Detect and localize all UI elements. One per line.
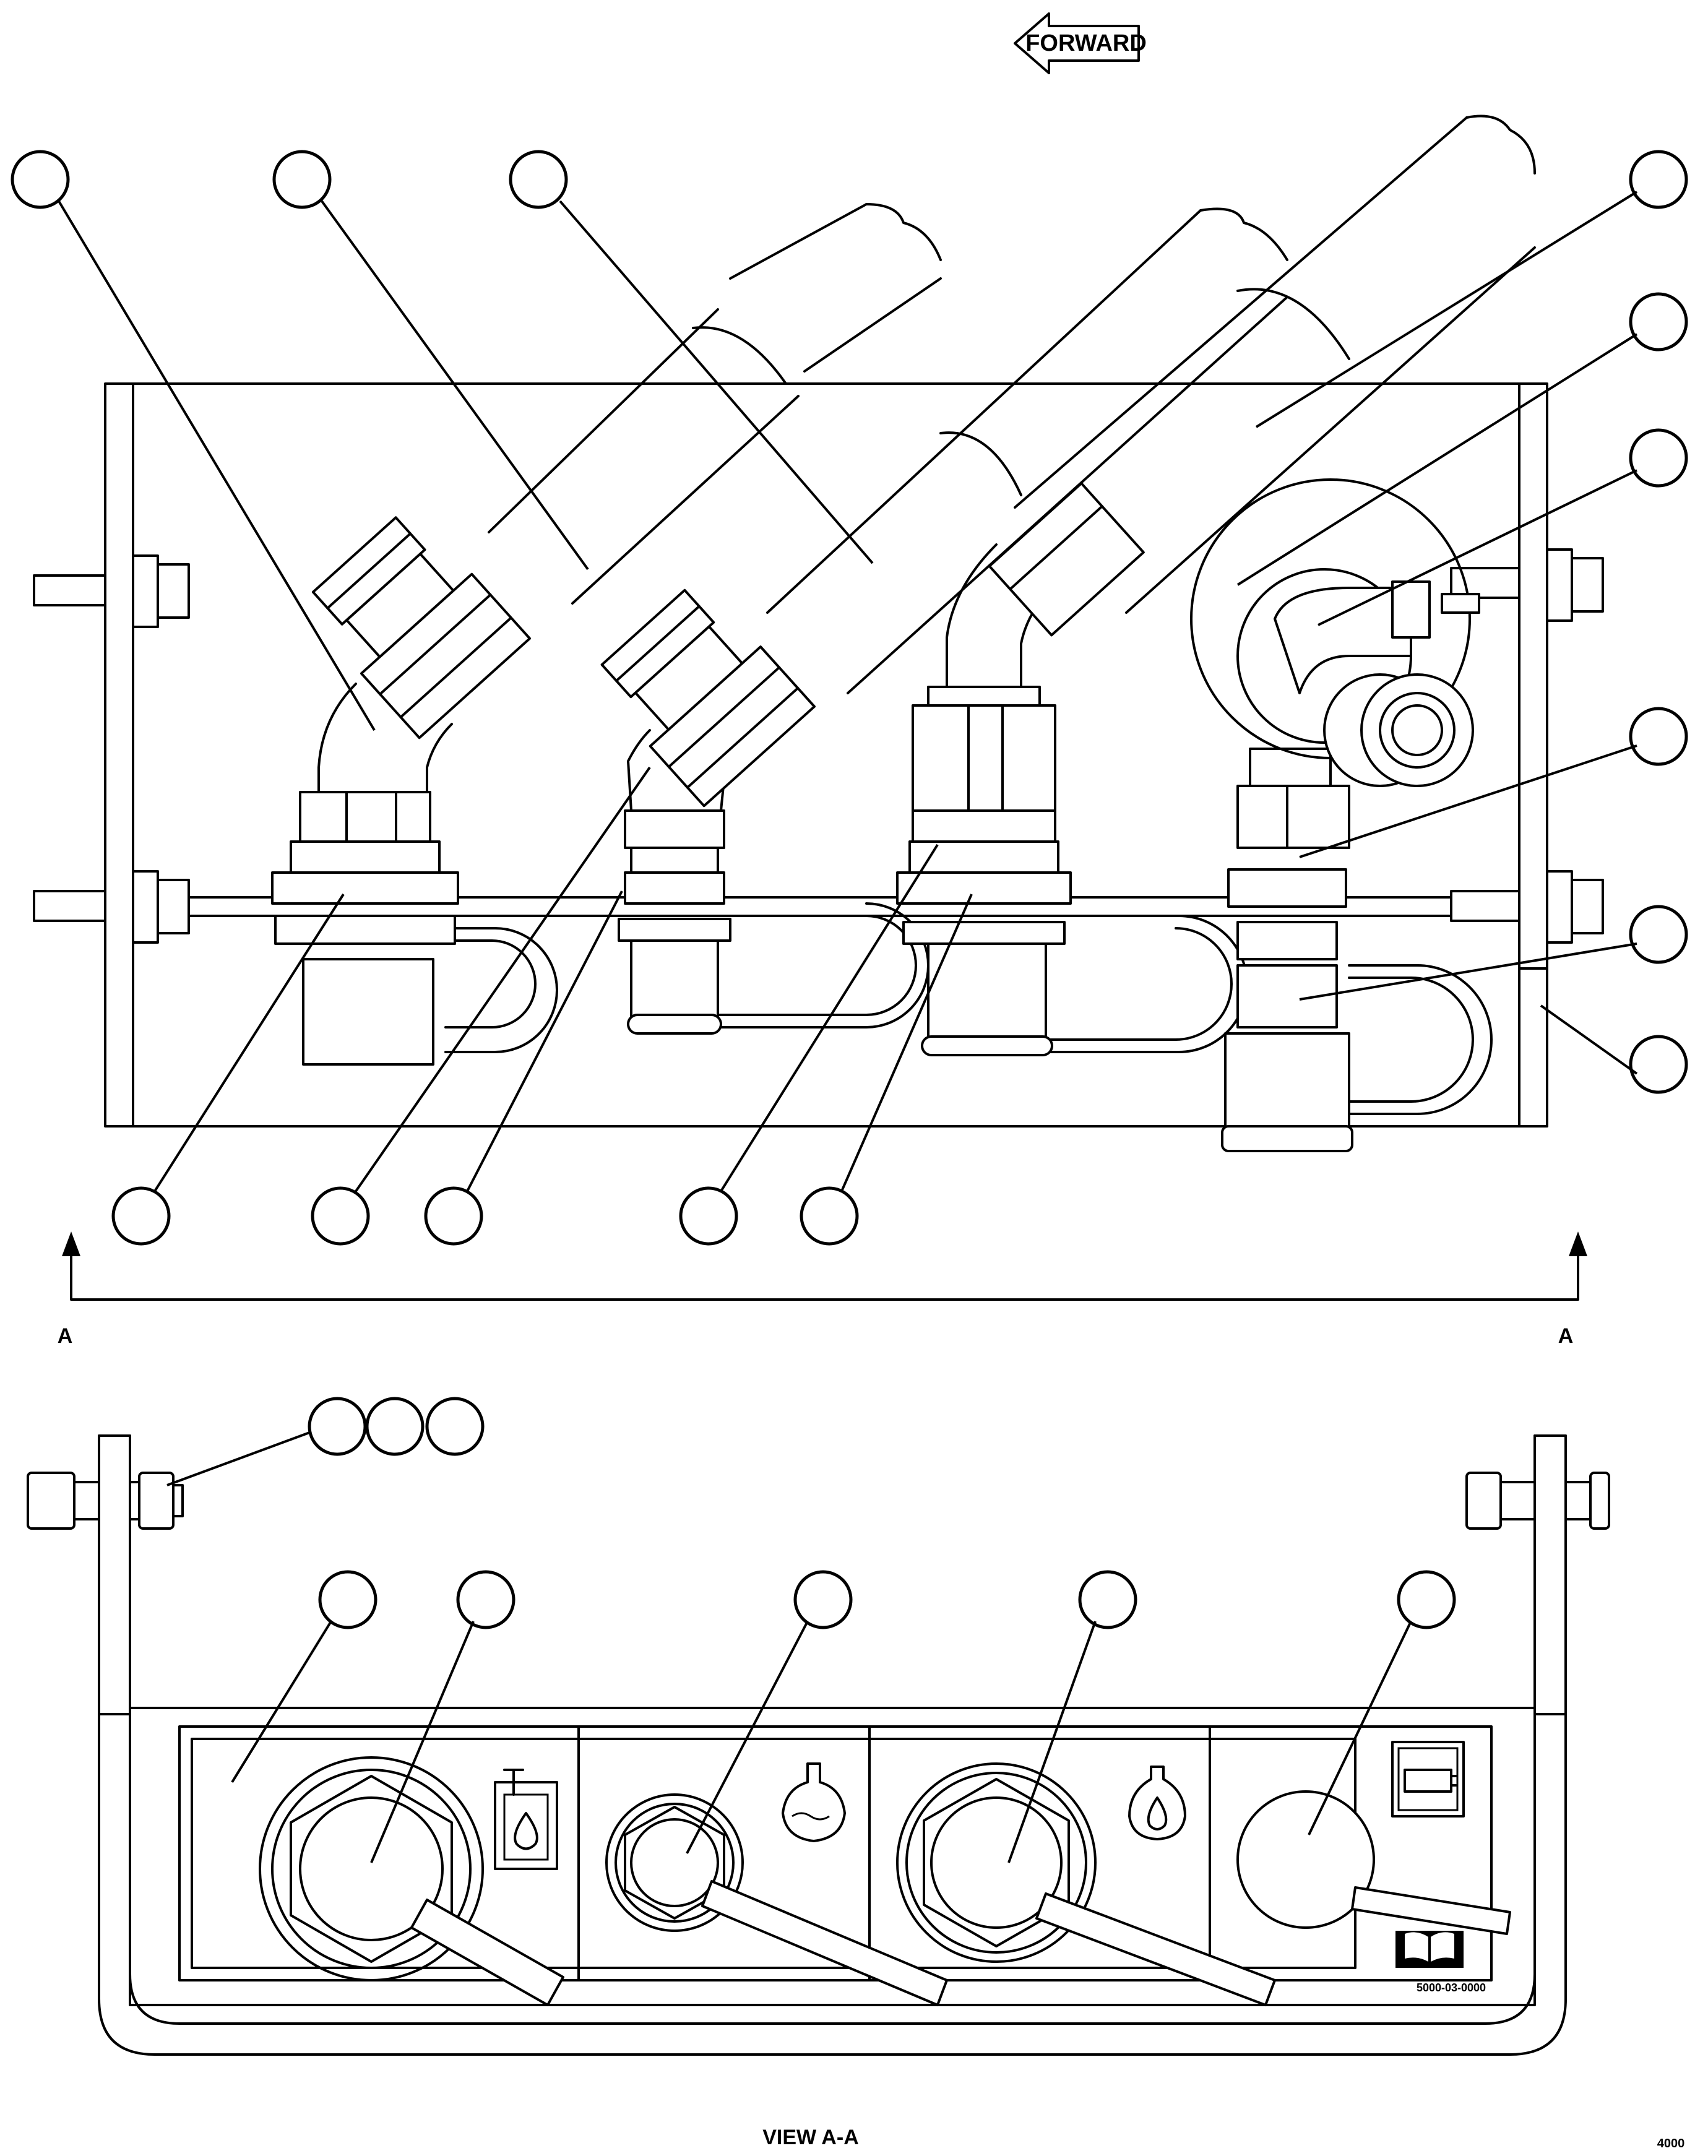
callout-lower-4 bbox=[318, 1570, 377, 1629]
callout-upper-4 bbox=[1629, 150, 1688, 209]
callout-upper-11 bbox=[311, 1186, 370, 1246]
callout-upper-1 bbox=[11, 150, 70, 209]
manual-book-icon bbox=[1395, 1931, 1464, 1968]
section-mark-left: A bbox=[58, 1324, 73, 1348]
section-line-a-a: A A bbox=[58, 1231, 1587, 1348]
callout-upper-9 bbox=[1629, 1035, 1688, 1094]
callout-lower-8 bbox=[1397, 1570, 1456, 1629]
fitting-4 bbox=[1190, 478, 1480, 1152]
callout-upper-5 bbox=[1629, 292, 1688, 351]
callout-lower-2 bbox=[365, 1397, 425, 1456]
callout-upper-13 bbox=[679, 1186, 738, 1246]
callout-lower-3 bbox=[425, 1397, 485, 1456]
oil-drop-icon bbox=[1128, 1766, 1186, 1840]
callout-lower-6 bbox=[793, 1570, 853, 1629]
forward-label: FORWARD bbox=[1025, 30, 1147, 56]
section-mark-right: A bbox=[1558, 1324, 1574, 1348]
fitting-1 bbox=[271, 203, 942, 1066]
fitting-2 bbox=[600, 207, 1288, 1035]
callout-upper-6 bbox=[1629, 428, 1688, 488]
gauge-battery bbox=[1236, 1790, 1511, 1935]
coolant-icon bbox=[782, 1762, 846, 1842]
callout-upper-12 bbox=[424, 1186, 483, 1246]
manifold-box bbox=[33, 382, 1604, 1128]
control-panel-view: 5000-03-0000 bbox=[27, 1434, 1610, 2056]
callout-lower-1 bbox=[308, 1397, 367, 1456]
lower-callouts bbox=[308, 1397, 1456, 1629]
callout-upper-3 bbox=[509, 150, 568, 209]
lower-leaders bbox=[166, 1431, 1412, 1863]
callout-lower-5 bbox=[456, 1570, 515, 1629]
forward-arrow: FORWARD bbox=[1014, 12, 1147, 74]
callout-upper-7 bbox=[1629, 707, 1688, 766]
gauge-oil bbox=[896, 1762, 1276, 2006]
upper-leaders bbox=[58, 191, 1638, 1192]
hydraulic-reservoir-icon bbox=[494, 1769, 558, 1870]
corner-code: 4000 bbox=[1657, 2137, 1685, 2150]
callout-upper-8 bbox=[1629, 905, 1688, 964]
upper-callouts bbox=[11, 150, 1688, 1246]
callout-upper-10 bbox=[111, 1186, 171, 1246]
callout-upper-2 bbox=[272, 150, 332, 209]
callout-lower-7 bbox=[1078, 1570, 1137, 1629]
battery-icon bbox=[1391, 1741, 1465, 1818]
panel-part-number: 5000-03-0000 bbox=[1417, 1981, 1486, 1994]
gauge-coolant bbox=[605, 1793, 948, 2006]
gauge-hydraulic bbox=[259, 1756, 564, 2006]
fitting-3 bbox=[896, 114, 1536, 1056]
view-caption: VIEW A-A bbox=[762, 2126, 859, 2149]
callout-upper-14 bbox=[800, 1186, 859, 1246]
